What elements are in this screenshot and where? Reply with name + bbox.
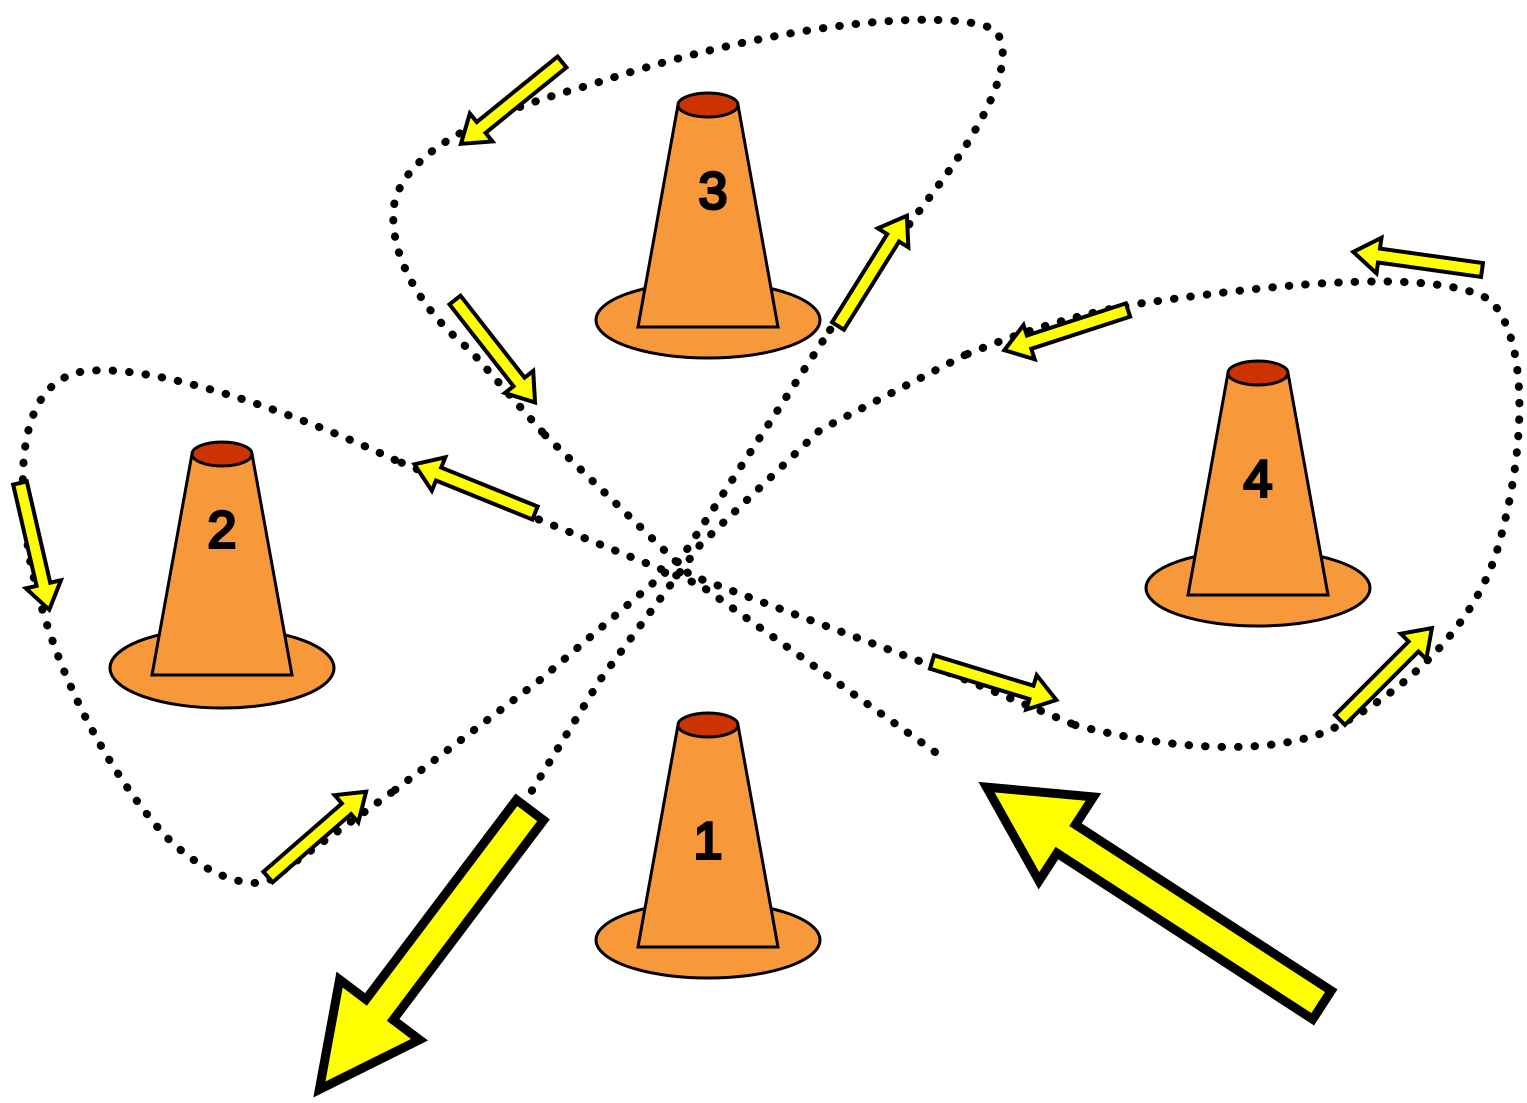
cone-label: 2 bbox=[208, 502, 237, 560]
cone-top bbox=[678, 713, 738, 737]
cone-top bbox=[1228, 361, 1288, 385]
cone-label: 1 bbox=[694, 813, 723, 871]
cone-top bbox=[192, 442, 252, 466]
cone-top bbox=[678, 93, 738, 117]
cone-label: 3 bbox=[699, 163, 728, 221]
cone-label: 4 bbox=[1244, 451, 1273, 509]
